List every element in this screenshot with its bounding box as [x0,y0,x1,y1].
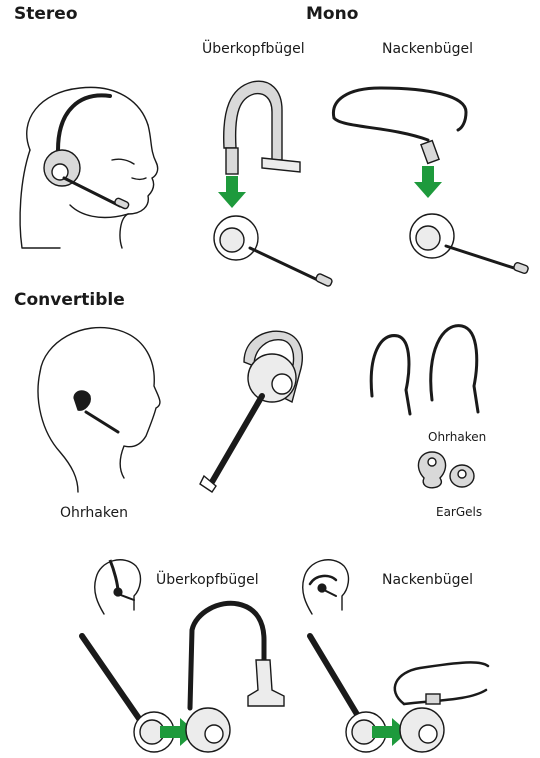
conv-headband-conversion-illustration [82,603,284,752]
stereo-head-illustration [20,87,158,248]
small-head-neckband-illustration [303,560,349,614]
arrow-down-icon [218,176,246,208]
mono-headband-illustration [214,81,333,287]
arrow-down-icon [414,166,442,198]
conv-neckband-conversion-illustration [310,636,488,752]
mono-neckband-illustration [333,88,528,274]
convertible-head-illustration [38,328,160,492]
convertible-earhook-headset-illustration [200,331,302,492]
earhooks-accessory-illustration [371,326,478,414]
eargels-accessory-illustration [418,452,474,488]
small-head-headband-illustration [95,560,141,614]
